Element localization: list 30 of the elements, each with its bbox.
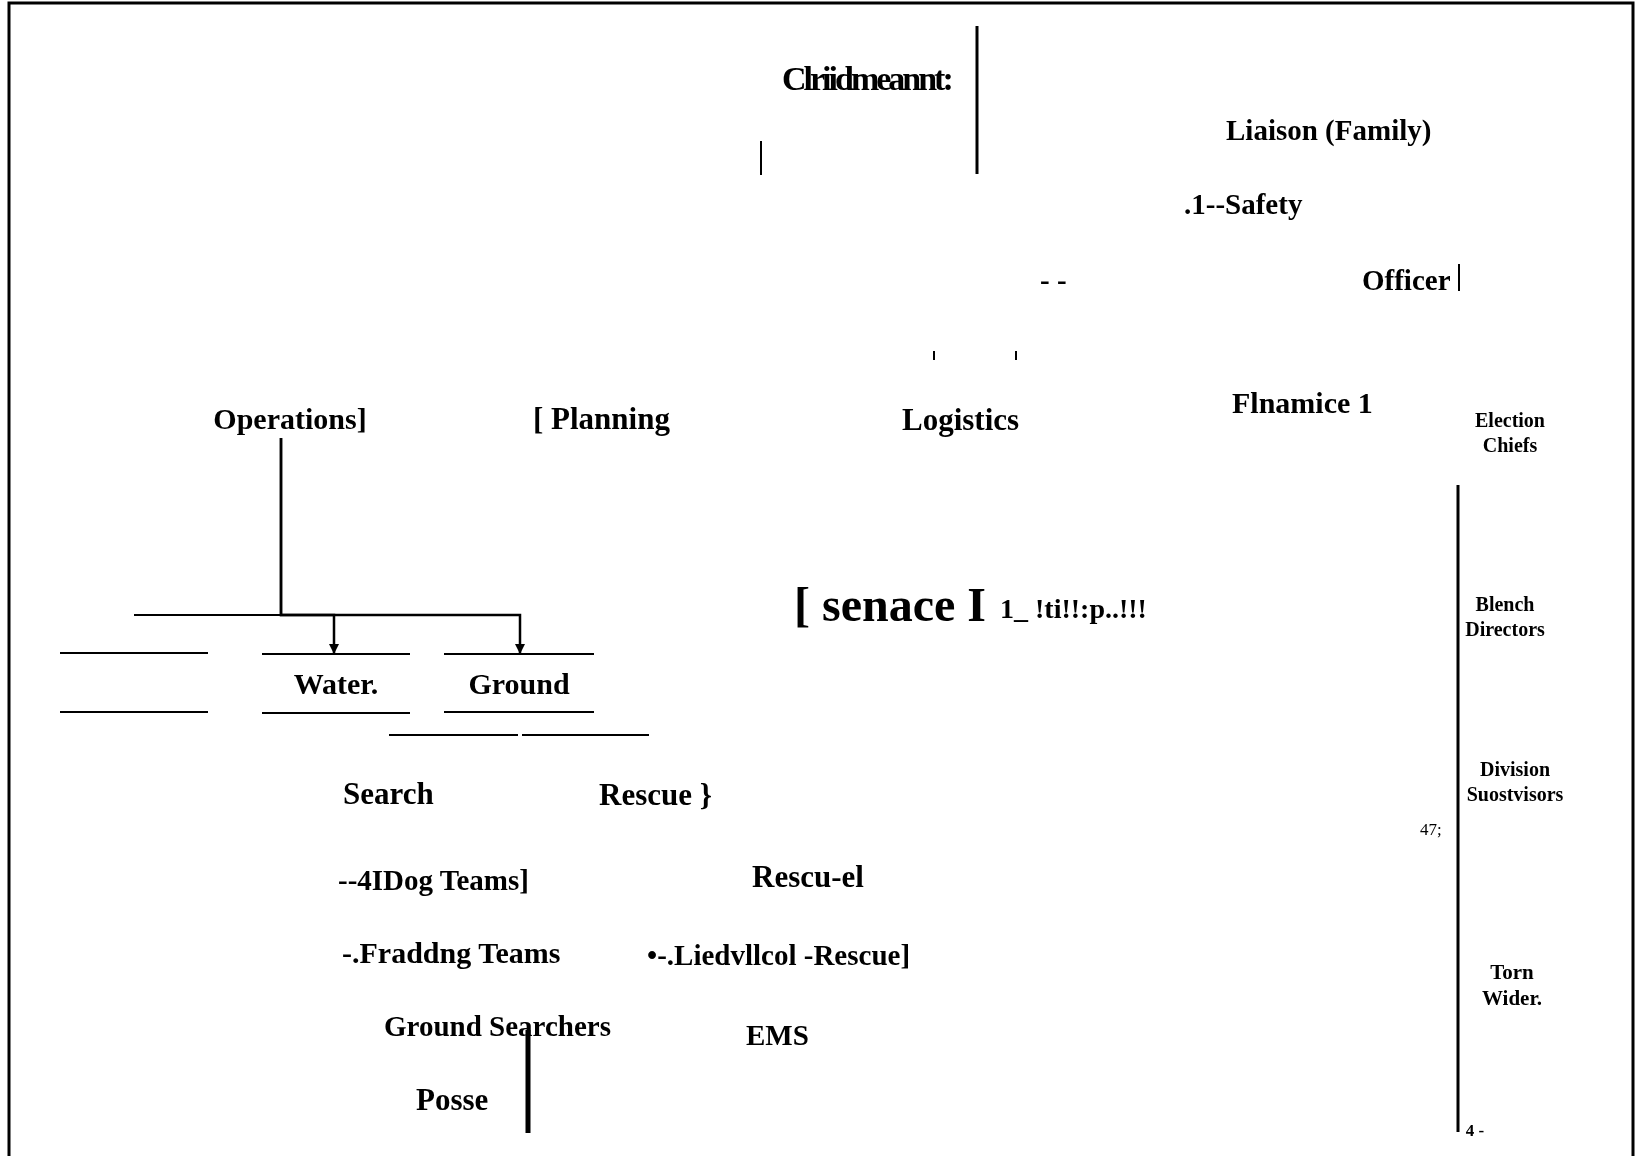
arrow	[279, 438, 525, 654]
org-label: Rescue }	[599, 776, 712, 814]
org-label: EMS	[746, 1018, 809, 1053]
org-label: --4IDog Teams]	[338, 863, 529, 898]
org-label: -.Fraddng Teams	[342, 935, 561, 971]
org-label: Division Suostvisors	[1465, 757, 1565, 807]
org-label: .1--Safety	[1184, 187, 1303, 222]
org-label: Liaison (Family)	[1226, 113, 1432, 148]
org-label: [ Planning	[533, 400, 670, 438]
org-label: Blench Directors	[1464, 592, 1546, 642]
section-heading: Operations]	[200, 398, 380, 438]
org-label: Logistics	[902, 401, 1020, 439]
org-label: Torn Wider.	[1480, 959, 1544, 1012]
team-box: Water.	[262, 653, 410, 714]
org-label: 4 -	[1464, 1120, 1486, 1142]
org-label: Posse	[416, 1081, 489, 1119]
org-label: Ground Searchers	[384, 1009, 611, 1044]
org-label: Search	[343, 775, 434, 813]
org-label: Flnamice 1	[1232, 385, 1373, 421]
org-label: - -	[1040, 263, 1067, 298]
org-label: Rescu-el	[752, 858, 864, 896]
org-label: 47;	[1420, 819, 1442, 841]
org-label: Officer	[1362, 263, 1451, 298]
org-label: •-.Liedvllcol -Rescue]	[647, 938, 911, 973]
org-label: 1_ !ti!!:p..!!!	[1000, 592, 1147, 626]
team-box: Ground	[444, 653, 594, 713]
org-label: Clriidmeannt:	[782, 59, 951, 99]
org-label: Election Chiefs	[1474, 408, 1546, 458]
empty-box	[60, 652, 208, 713]
org-label: [ senace I	[794, 577, 986, 633]
